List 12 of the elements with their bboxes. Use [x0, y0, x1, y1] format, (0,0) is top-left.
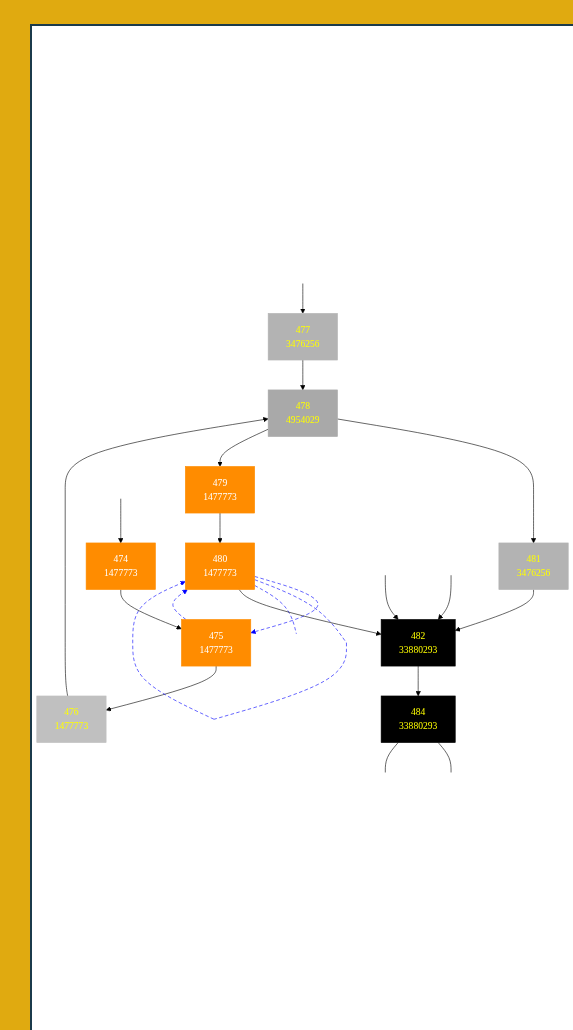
node-box: 484 33880293 [380, 695, 456, 743]
connector [437, 742, 452, 773]
node-box: 479 1477773 [185, 466, 255, 514]
node-box: 477 3476256 [267, 313, 338, 361]
node-box: 482 33880293 [380, 619, 456, 667]
node-box: 478 4954029 [267, 389, 338, 437]
node-box: 474 1477773 [85, 542, 156, 590]
node-box: 480 1477773 [185, 542, 255, 590]
node-box: 475 1477773 [181, 619, 252, 667]
connector [385, 742, 399, 773]
node-box: 481 3476256 [498, 542, 569, 590]
node-box: 476 1477773 [36, 695, 107, 743]
